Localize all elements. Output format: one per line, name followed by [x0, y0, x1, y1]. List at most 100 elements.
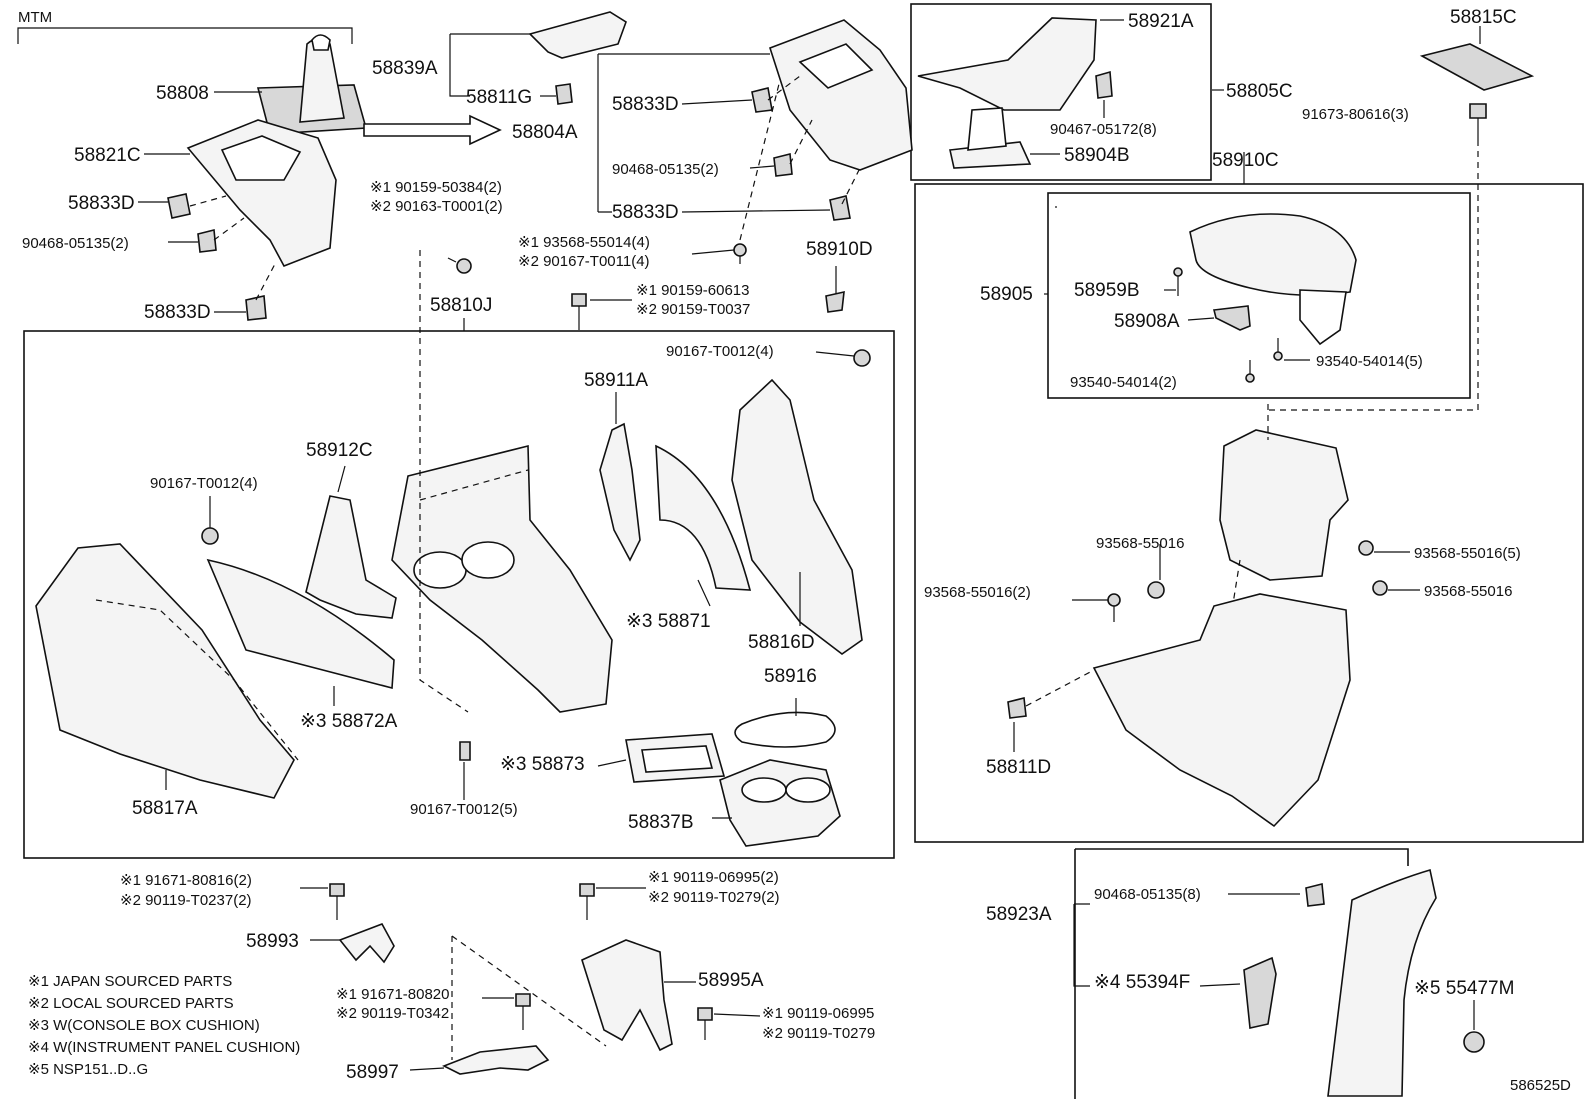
label-90159-60613: ※1 90159-60613 [636, 282, 750, 299]
shift-boot-58808 [256, 34, 368, 135]
box-58905 [1047, 192, 1471, 399]
assembly-arrow [363, 114, 502, 146]
label-58816D: 58816D [748, 632, 815, 653]
label-58833D-b: 58833D [144, 302, 211, 323]
boot-58904B [949, 107, 1032, 169]
label-58872A: ※3 58872A [300, 711, 398, 732]
label-58959B: 58959B [1074, 280, 1140, 301]
cap-55477M [1463, 1031, 1485, 1053]
label-90167-T0012-c: 90167-T0012(5) [410, 801, 518, 818]
label-90468-05135-b: 90468-05135(2) [612, 161, 719, 178]
clip-58910D [825, 290, 845, 313]
screw-90167-T0012-b [201, 527, 219, 545]
screw-93568-55016-b [1147, 581, 1165, 599]
armrest-58905 [1189, 213, 1357, 346]
box-58923A [1075, 848, 1409, 866]
clip-58833D-d [829, 195, 851, 221]
label-58904B: 58904B [1064, 145, 1130, 166]
clip-58833D-c [751, 87, 773, 113]
label-58873: ※3 58873 [500, 754, 585, 775]
label-55394F: ※4 55394F [1094, 972, 1190, 993]
bolt-91671-80820 [515, 993, 531, 1030]
label-58995A: 58995A [698, 970, 764, 991]
shift-bezel-58821C [186, 119, 337, 268]
side-panel-58816D [731, 378, 863, 655]
label-58910C: 58910C [1212, 150, 1279, 171]
bracket-58921A [917, 17, 1097, 111]
label-90467-05172: 90467-05172(8) [1050, 121, 1157, 138]
screw-93568-55016-c [1107, 593, 1121, 622]
side-panel-58817A [35, 543, 295, 799]
label-58993: 58993 [246, 931, 299, 952]
label-58815C: 58815C [1450, 7, 1517, 28]
note-5: ※5 NSP151..D..G [28, 1061, 148, 1078]
box-58910C [914, 183, 1584, 843]
clip-90467 [1095, 70, 1113, 99]
label-58821C: 58821C [74, 145, 141, 166]
label-90468-05135-a: 90468-05135(2) [22, 235, 129, 252]
reference-code: 586525D [1510, 1077, 1571, 1094]
bolt-91673-80616 [1469, 103, 1487, 140]
bolt-90159-60613 [571, 293, 587, 330]
bolt-90119-06995-b [697, 1007, 713, 1040]
label-90119-06995-b: ※1 90119-06995 [762, 1005, 874, 1022]
clip-90468-a [197, 228, 217, 253]
label-93568-55016-c: 93568-55016(2) [924, 584, 1031, 601]
label-58837B: 58837B [628, 812, 694, 833]
label-93568-55014: ※1 93568-55014(4) [518, 234, 650, 251]
label-58811G: 58811G [466, 87, 532, 108]
label-58908A: 58908A [1114, 311, 1180, 332]
label-58805C: 58805C [1226, 81, 1293, 102]
label-58833D-a: 58833D [68, 193, 135, 214]
label-90167-T0012-a: 90167-T0012(4) [666, 343, 774, 360]
bracket-58997 [442, 1045, 550, 1075]
leader-lines [138, 19, 1481, 1071]
console-assembly-box [23, 330, 895, 859]
pad-58815C [1419, 43, 1535, 91]
mat-58873 [625, 733, 726, 783]
box-58805C [910, 3, 1212, 181]
cushion-58872A [206, 558, 395, 690]
console-frame-58810J [391, 444, 613, 713]
label-58808: 58808 [156, 83, 209, 104]
label-93568-55016-b: 93568-55016(5) [1414, 545, 1521, 562]
label-55477M: ※5 55477M [1414, 978, 1514, 999]
screw-93568-55014 [733, 243, 747, 264]
label-90159-50384: ※1 90159-50384(2) [370, 179, 502, 196]
cupholder-58837B [719, 759, 841, 847]
label-58911A: 58911A [584, 370, 648, 391]
bolt-90119-06995-a [579, 883, 595, 920]
switch-58811D [1007, 697, 1027, 719]
label-58997: 58997 [346, 1062, 399, 1083]
screw-90159-50384 [447, 257, 472, 274]
bracket-58839A [528, 11, 627, 105]
screw-93568-55016-d [1372, 580, 1388, 596]
clip-90468-b [773, 152, 793, 177]
label-93568-55016-d: 93568-55016 [1424, 583, 1512, 600]
label-58905: 58905 [980, 284, 1033, 305]
label-90163-T0001: ※2 90163-T0001(2) [370, 198, 503, 215]
cushion-55394F [1243, 956, 1277, 1029]
group-label-mtm: MTM [18, 9, 52, 26]
note-4: ※4 W(INSTRUMENT PANEL CUSHION) [28, 1039, 300, 1056]
label-90167-T0012-b: 90167-T0012(4) [150, 475, 258, 492]
label-58923A: 58923A [986, 904, 1052, 925]
label-58912C: 58912C [306, 440, 373, 461]
upper-console-58804A [769, 19, 913, 171]
label-58810J: 58810J [430, 295, 492, 316]
label-90119-T0279-a: ※2 90119-T0279(2) [648, 889, 780, 906]
label-93568-55016-a: 93568-55016 [1096, 535, 1184, 552]
bracket-58995A [581, 939, 673, 1052]
bolt-91671-80816 [329, 883, 345, 920]
label-58910D: 58910D [806, 239, 873, 260]
label-58811D: 58811D [986, 757, 1051, 778]
screw-90167-T0012-c [459, 741, 471, 761]
label-90119-T0279-b: ※2 90119-T0279 [762, 1025, 875, 1042]
screw-93568-55016-a [1358, 540, 1374, 556]
trim-58911A [599, 422, 641, 562]
label-91671-80820: ※1 91671-80820 [336, 986, 450, 1003]
label-93540-54014-b: 93540-54014(2) [1070, 374, 1177, 391]
label-58916: 58916 [764, 666, 817, 687]
screw-93540-a [1273, 338, 1283, 361]
